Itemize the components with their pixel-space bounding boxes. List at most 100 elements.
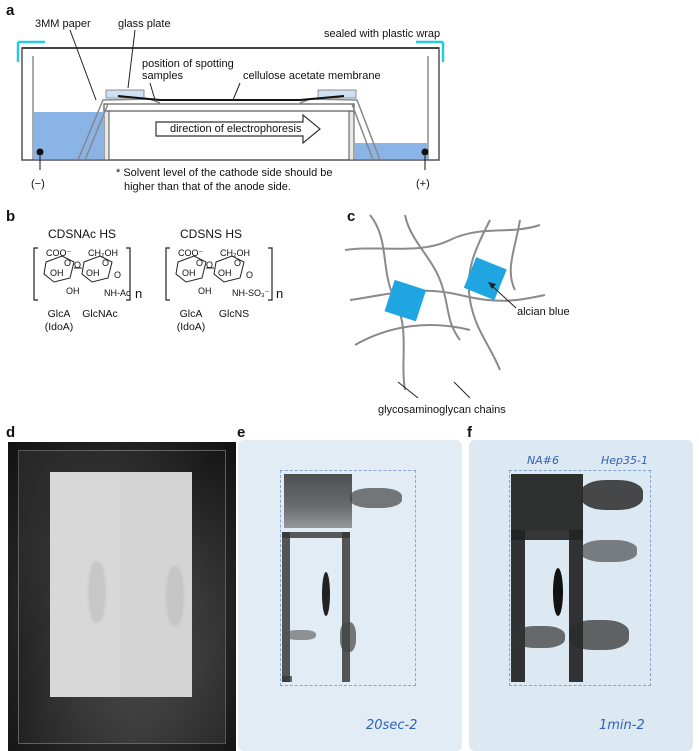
stain-band [322,572,330,616]
stain-band [553,568,563,616]
s1-sugar1: GlcA(IdoA) [44,308,74,333]
membrane [117,95,345,101]
panel-c-letter: c [347,208,356,225]
stain-left-lane [282,532,290,682]
s2-oh1: OH [182,268,196,278]
anode-electrode [421,148,429,156]
s2-oh2: OH [218,268,232,278]
s1-oh2: OH [86,268,100,278]
s2-nhso3: NH-SO₃⁻ [232,288,270,298]
structure2-title: CDSNS HS [180,227,243,241]
glca-ring-2 [175,255,207,283]
s1-coo: COO⁻ [46,248,72,258]
s2-oh3: OH [198,286,212,296]
stain-lower-right [340,622,356,652]
label-note-2: higher than that of the anode side. [124,181,291,193]
s1-oh1: OH [50,268,64,278]
stain-top-smear [581,480,643,510]
gag-chains [344,214,546,391]
label-position-2: samples [142,70,183,82]
alcian-blue-1 [384,279,427,322]
s2-o2: O [234,258,242,268]
corner-marks [280,470,416,686]
label-position-1: position of spotting [142,58,234,70]
glcns-ring [213,255,245,283]
photo-stained-1min: NA#6 Hep35-1 1min-2 [469,440,693,751]
panel-b-letter: b [6,208,16,225]
label-cathode: (−) [31,178,45,190]
structure1-title: CDSNAc HS [48,227,117,241]
s2-coo: COO⁻ [178,248,204,258]
direction-arrow [155,113,321,145]
label-note-1: * Solvent level of the cathode side shou… [116,167,333,179]
stain-lower-left [286,630,316,640]
label-alcian-blue: alcian blue [517,306,570,318]
paper-wick-right-2 [310,103,374,161]
paper-wick-left-2 [84,103,150,161]
paper-wick-right [299,98,381,161]
panel-f-letter: f [467,424,472,441]
s1-o1: O [64,258,72,268]
label-glass-plate: glass plate [118,18,171,30]
stain-right-smear [581,540,637,562]
s2-sugar1: GlcA(IdoA) [176,308,206,333]
chain-pointer-2 [453,381,471,399]
label-direction: direction of electrophoresis [170,123,302,135]
membrane-strip-left [50,472,121,697]
anode-buffer [355,143,427,159]
label-membrane: cellulose acetate membrane [243,70,381,82]
s2-ch2oh: CH₂OH [220,248,250,258]
glcnac-ring [81,255,113,283]
plastic-wrap-right [416,40,445,62]
s2-n: n [276,286,284,301]
corner-marks [509,470,651,686]
s1-nhac: NH-Ac [104,288,131,298]
s2-o1: O [196,258,204,268]
stain-top-bar [511,530,583,540]
alcian-pointer [489,283,517,309]
photo-stained-20sec: 20sec-2 [238,440,462,751]
stain-lower-right [569,620,629,650]
stain-top-bar [282,532,350,538]
plastic-wrap-left [16,40,45,62]
handwriting-hep: Hep35-1 [601,454,648,467]
s1-o2: O [102,258,110,268]
stain-top-block [511,474,583,530]
stain-top-smear [350,488,402,508]
glass-plate-right [317,89,357,99]
stain-right-lane [342,532,350,682]
stain-top-block [284,474,352,528]
glass-plate-left [105,89,145,99]
s1-n: n [135,286,143,301]
stain-lower-left [515,626,565,648]
panel-e-letter: e [237,424,246,441]
handwriting-1min: 1min-2 [599,718,645,733]
s1-o4: O [114,270,122,280]
s2-o4: O [246,270,254,280]
s1-ch2oh: CH₂OH [88,248,118,258]
s1-oh3: OH [66,286,80,296]
glca-ring-1 [43,255,75,283]
s2-sugar2: GlcNS [218,308,250,320]
handwriting-sample: NA#6 [527,454,559,467]
photo-membrane [8,442,236,751]
label-3mm-paper: 3MM paper [35,18,91,30]
s2-o3: O [206,260,214,270]
membrane-strip-right [120,472,192,697]
cathode-buffer [34,112,104,159]
paper-wick-left [77,98,161,161]
cathode-electrode [36,148,44,156]
label-anode: (+) [416,178,430,190]
label-sealed: sealed with plastic wrap [324,28,441,40]
panel-d-letter: d [6,424,16,441]
s1-o3: O [74,260,82,270]
panel-a-letter: a [6,2,15,19]
chain-pointer-1 [397,381,419,399]
s1-sugar2: GlcNAc [82,308,118,320]
handwriting-20sec: 20sec-2 [366,718,418,733]
stain-bottom-bar [282,676,292,682]
label-gag-chains: glycosaminoglycan chains [378,404,506,416]
